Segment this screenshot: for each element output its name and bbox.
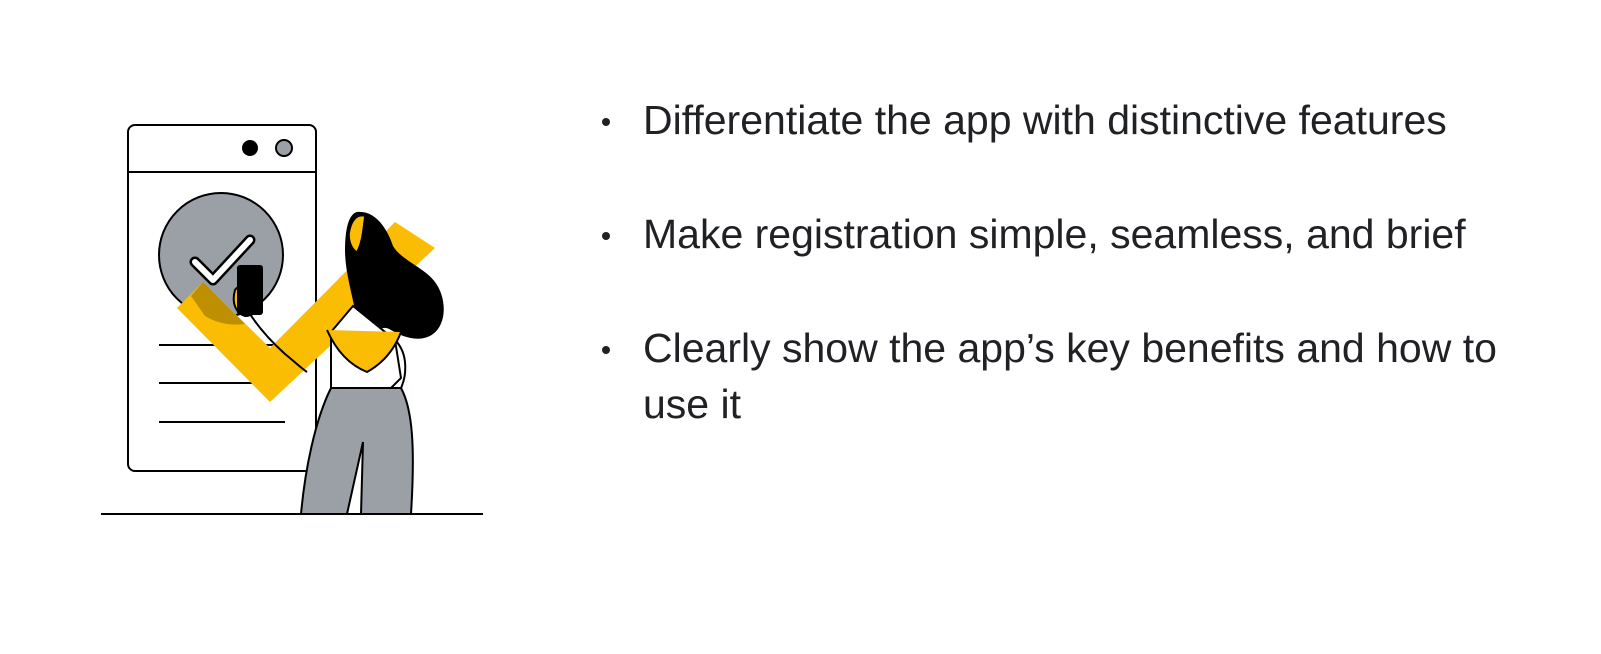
person-with-phone-icon	[232, 211, 444, 515]
bullet-text: Clearly show the app’s key benefits and …	[643, 325, 1497, 427]
list-item: Make registration simple, seamless, and …	[600, 206, 1560, 262]
handheld-phone-icon	[237, 265, 263, 315]
bullet-dot-icon	[602, 118, 610, 126]
list-item: Differentiate the app with distinctive f…	[600, 92, 1560, 148]
bullet-list: Differentiate the app with distinctive f…	[600, 92, 1560, 490]
bullet-text: Differentiate the app with distinctive f…	[643, 97, 1447, 143]
bullet-dot-icon	[602, 346, 610, 354]
app-illustration-icon	[101, 124, 483, 515]
list-item: Clearly show the app’s key benefits and …	[600, 320, 1560, 432]
bullet-text: Make registration simple, seamless, and …	[643, 211, 1466, 257]
bullet-dot-icon	[602, 232, 610, 240]
illustration	[95, 110, 495, 530]
checkmark-badge-icon	[158, 192, 284, 318]
